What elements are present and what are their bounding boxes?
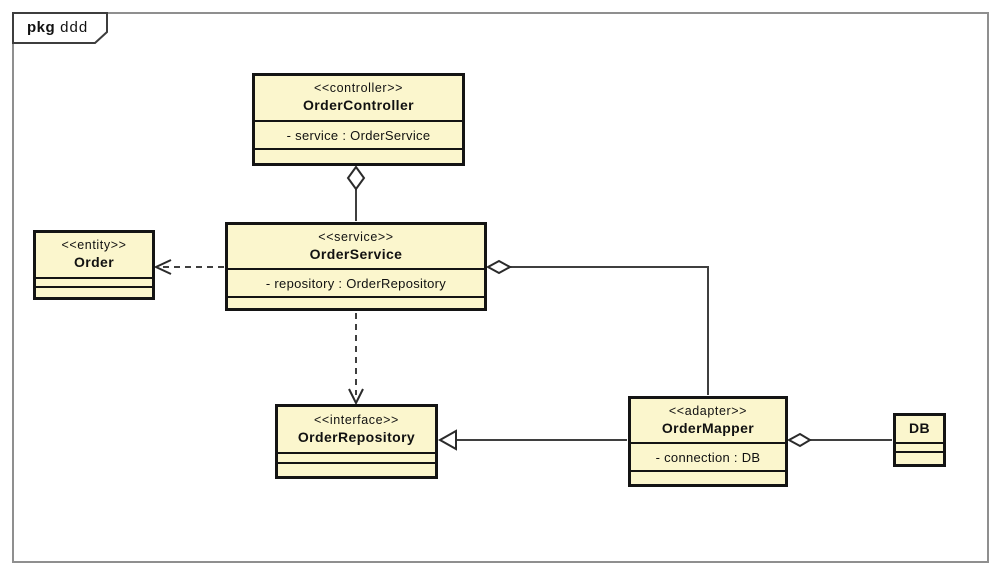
dependency-arrow-order	[153, 259, 172, 275]
class-title: <<service>> OrderService	[228, 225, 484, 268]
class-operations	[228, 296, 484, 308]
class-order-service: <<service>> OrderService - repository : …	[225, 222, 487, 311]
class-db: DB	[893, 413, 946, 467]
class-attributes: - repository : OrderRepository	[228, 268, 484, 296]
class-stereotype: <<controller>>	[313, 81, 403, 96]
class-order-controller: <<controller>> OrderController - service…	[252, 73, 465, 166]
class-attributes: - connection : DB	[631, 442, 785, 470]
class-title: <<adapter>> OrderMapper	[631, 399, 785, 442]
class-attributes	[278, 452, 435, 462]
class-order: <<entity>> Order	[33, 230, 155, 300]
class-operations	[278, 462, 435, 476]
package-tab	[12, 12, 108, 44]
class-operations	[631, 470, 785, 484]
class-attributes	[36, 277, 152, 286]
generalization-triangle-repository	[437, 429, 457, 451]
class-order-repository: <<interface>> OrderRepository	[275, 404, 438, 479]
class-stereotype: <<interface>>	[314, 412, 399, 427]
class-stereotype: <<service>>	[318, 229, 394, 244]
class-attributes	[896, 442, 943, 451]
aggregation-diamond-controller	[346, 165, 366, 191]
class-stereotype: <<entity>>	[61, 238, 127, 253]
class-name: OrderService	[309, 245, 403, 262]
class-operations	[255, 148, 462, 163]
aggregation-diamond-service	[485, 259, 513, 275]
class-stereotype: <<adapter>>	[668, 403, 748, 418]
class-name: OrderMapper	[661, 419, 755, 436]
package-frame-border	[12, 12, 989, 563]
package-keyword: pkg	[27, 19, 56, 36]
class-title: DB	[896, 416, 943, 442]
class-title: <<controller>> OrderController	[255, 76, 462, 120]
attribute: - repository : OrderRepository	[265, 275, 447, 291]
attribute: - connection : DB	[655, 449, 761, 465]
class-name: OrderController	[302, 97, 414, 114]
dependency-arrow-repository	[348, 388, 364, 406]
class-operations	[36, 286, 152, 297]
class-operations	[896, 451, 943, 464]
edge-service-mapper	[510, 266, 709, 395]
class-name: DB	[908, 420, 931, 437]
class-title: <<interface>> OrderRepository	[278, 407, 435, 452]
class-name: Order	[73, 254, 115, 271]
class-attributes: - service : OrderService	[255, 120, 462, 148]
class-order-mapper: <<adapter>> OrderMapper - connection : D…	[628, 396, 788, 487]
class-title: <<entity>> Order	[36, 233, 152, 277]
attribute: - service : OrderService	[286, 127, 431, 143]
aggregation-diamond-mapper	[786, 432, 812, 448]
package-name: ddd	[60, 19, 89, 36]
class-name: OrderRepository	[297, 428, 416, 445]
